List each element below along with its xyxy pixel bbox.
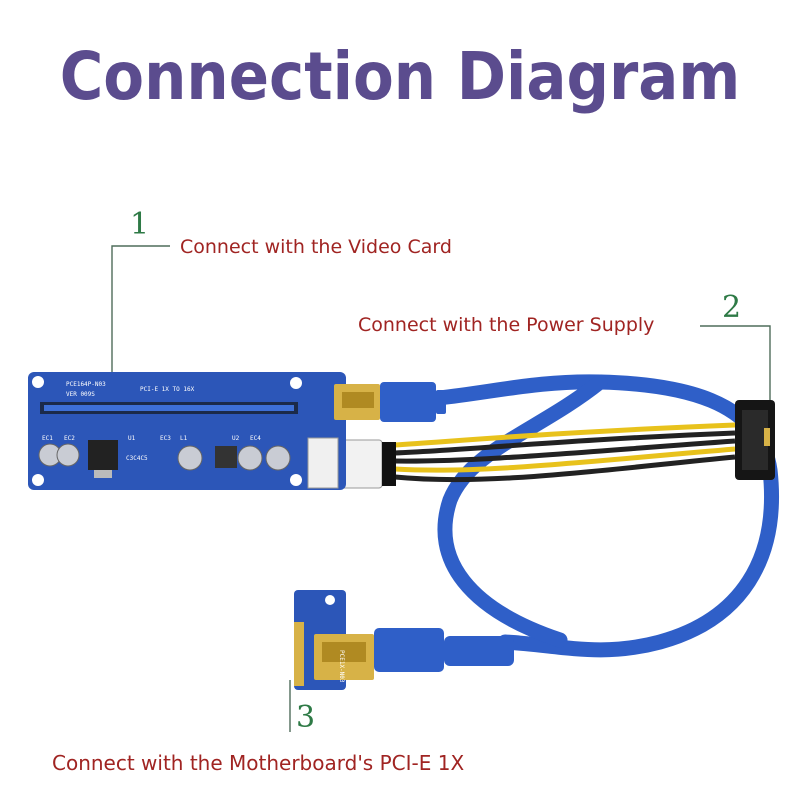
- silk-l1: L1: [180, 435, 188, 442]
- riser-board-16x: PCE164P-N03 VER 009S PCI-E 1X TO 16X EC1…: [28, 372, 380, 490]
- callout-label-1: Connect with the Video Card: [180, 236, 452, 258]
- silk-u2: U2: [232, 435, 240, 442]
- power-wire-black-3: [394, 454, 736, 483]
- callout-number-2: 2: [722, 290, 742, 325]
- board-silkscreen-bus: PCI-E 1X TO 16X: [140, 386, 195, 393]
- sata-power-connector: [735, 400, 775, 480]
- riser-board-1x: PCE1X-N03: [294, 590, 374, 690]
- power-wire-black-2: [394, 438, 736, 464]
- small-board-silkscreen: PCE1X-N03: [338, 650, 345, 683]
- callout-label-3: Connect with the Motherboard's PCI-E 1X: [52, 751, 465, 775]
- silk-ec1: EC1: [42, 435, 53, 442]
- callout-number-1: 1: [130, 207, 150, 242]
- usb-cable-inner: [437, 374, 608, 648]
- power-wire-black-1: [394, 430, 736, 456]
- silk-ec3: EC3: [160, 435, 171, 442]
- page-title: Connection Diagram: [59, 38, 741, 115]
- callout-number-3: 3: [296, 700, 316, 735]
- board-silkscreen-main: PCE164P-N03: [66, 381, 106, 388]
- usb-plug-bottom: [374, 628, 514, 672]
- silk-u1: U1: [128, 435, 136, 442]
- leader-line-2: [700, 325, 771, 436]
- silk-ec2: EC2: [64, 435, 75, 442]
- silk-c3c4c5: C3C4C5: [126, 455, 148, 462]
- callout-label-2: Connect with the Power Supply: [358, 314, 655, 336]
- six-pin-connector: [339, 439, 396, 489]
- leader-line-1: [111, 245, 170, 405]
- usb-plug-top: [380, 382, 446, 422]
- power-wire-yellow-2: [394, 446, 736, 473]
- board-silkscreen-ver: VER 009S: [66, 391, 95, 398]
- power-wire-yellow-1: [394, 422, 736, 448]
- silk-ec4: EC4: [250, 435, 261, 442]
